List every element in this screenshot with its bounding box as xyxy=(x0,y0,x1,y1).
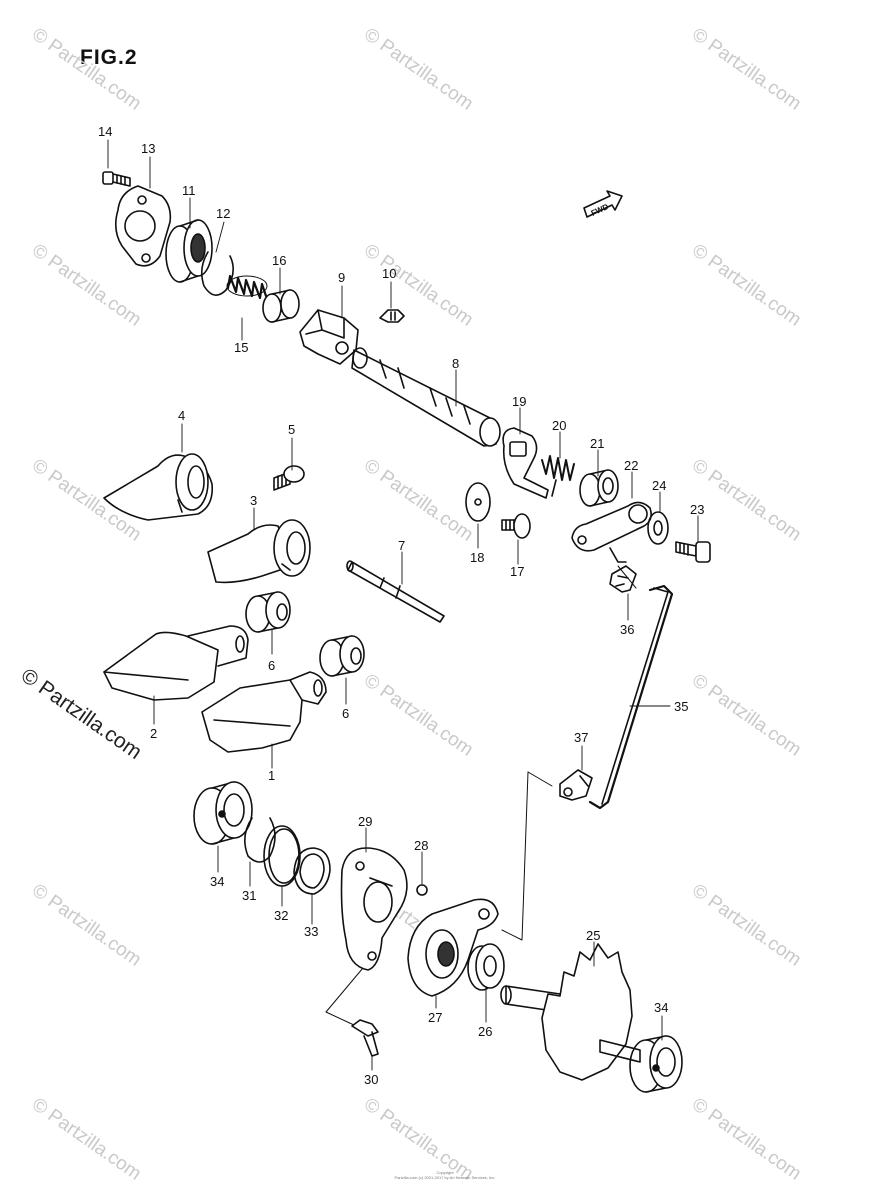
callout-11: 11 xyxy=(182,183,196,198)
shift-fork-part xyxy=(207,519,311,584)
callout-6b: 6 xyxy=(342,706,349,721)
shift-lever-arm-part xyxy=(571,501,652,563)
callout-14: 14 xyxy=(98,124,112,139)
callout-26: 26 xyxy=(478,1024,492,1039)
bolt-part xyxy=(102,171,131,187)
collar-part xyxy=(579,469,619,507)
callout-10: 10 xyxy=(382,266,396,281)
callout-5: 5 xyxy=(288,422,295,437)
callout-25: 25 xyxy=(586,928,600,943)
circlip-part xyxy=(200,251,234,296)
linkage-rod-part xyxy=(588,584,674,810)
callout-18: 18 xyxy=(470,550,484,565)
guide-plate-part xyxy=(340,847,408,971)
ball-part xyxy=(416,884,428,896)
callout-24: 24 xyxy=(652,478,666,493)
collar-part xyxy=(319,635,365,677)
callout-17: 17 xyxy=(510,564,524,579)
callout-28: 28 xyxy=(414,838,428,853)
callout-19: 19 xyxy=(512,394,526,409)
callout-numbers: 14 13 11 12 16 15 9 10 8 4 5 3 19 20 21 … xyxy=(98,124,704,1087)
bushing-part xyxy=(262,289,300,323)
assembly-guide-lines xyxy=(325,565,637,1027)
callout-2: 2 xyxy=(150,726,157,741)
callout-13: 13 xyxy=(141,141,155,156)
callout-36: 36 xyxy=(620,622,634,637)
callout-12: 12 xyxy=(216,206,230,221)
leader-lines xyxy=(107,139,699,1071)
callout-6a: 6 xyxy=(268,658,275,673)
washer-part xyxy=(647,511,669,545)
shift-fork-block-part xyxy=(299,309,359,365)
copyright-line: Copyright xyxy=(436,1170,454,1175)
copyright-footer: Copyright Partzilla.com (c) 2001-2017 by… xyxy=(380,1170,510,1180)
callout-16: 16 xyxy=(272,253,286,268)
callout-31: 31 xyxy=(242,888,256,903)
bolt-part xyxy=(351,1019,379,1057)
shift-fork-part xyxy=(201,671,327,753)
stopper-plate-part xyxy=(502,427,549,499)
callout-7: 7 xyxy=(398,538,405,553)
callout-4: 4 xyxy=(178,408,185,423)
pin-screw-part xyxy=(379,309,405,323)
gasket-plate-part xyxy=(114,185,172,267)
copyright-line: Partzilla.com (c) 2001-2017 by Ari Netwo… xyxy=(394,1175,496,1180)
washer-part xyxy=(465,482,491,522)
callout-37: 37 xyxy=(574,730,588,745)
callout-20: 20 xyxy=(552,418,566,433)
callout-3: 3 xyxy=(250,493,257,508)
washer-part xyxy=(467,943,505,991)
callout-30: 30 xyxy=(364,1072,378,1087)
callout-33: 33 xyxy=(304,924,318,939)
rod-clip-part xyxy=(559,769,593,801)
shift-fork-part xyxy=(103,453,214,521)
kick-gear-part xyxy=(500,943,641,1081)
callout-8: 8 xyxy=(452,356,459,371)
callout-1: 1 xyxy=(268,768,275,783)
shift-fork-part xyxy=(103,625,249,701)
figure-title: FIG.2 xyxy=(80,46,138,69)
callout-35: 35 xyxy=(674,699,688,714)
spring-part xyxy=(226,274,268,300)
fwd-arrow-icon: FWD xyxy=(583,190,623,218)
shift-shaft-part xyxy=(351,347,501,447)
bearing-part xyxy=(629,1035,683,1093)
circlip-part xyxy=(244,817,276,863)
callout-22: 22 xyxy=(624,458,638,473)
callout-32: 32 xyxy=(274,908,288,923)
callout-21: 21 xyxy=(590,436,604,451)
kick-starter-guide-part xyxy=(407,898,499,997)
callout-29: 29 xyxy=(358,814,372,829)
gasket-part xyxy=(293,847,331,895)
bearing-part xyxy=(193,781,253,845)
callout-34a: 34 xyxy=(210,874,224,889)
rod-clip-part xyxy=(609,565,637,593)
fork-shaft-part xyxy=(346,560,445,623)
collar-part xyxy=(245,591,291,633)
callout-15: 15 xyxy=(234,340,248,355)
bolt-part xyxy=(501,513,531,539)
callout-34b: 34 xyxy=(654,1000,668,1015)
bolt-part xyxy=(675,541,711,563)
bolt-part xyxy=(273,465,305,491)
callout-9: 9 xyxy=(338,270,345,285)
callout-27: 27 xyxy=(428,1010,442,1025)
bearing-part xyxy=(165,219,213,283)
callout-23: 23 xyxy=(690,502,704,517)
return-spring-part xyxy=(541,455,575,497)
